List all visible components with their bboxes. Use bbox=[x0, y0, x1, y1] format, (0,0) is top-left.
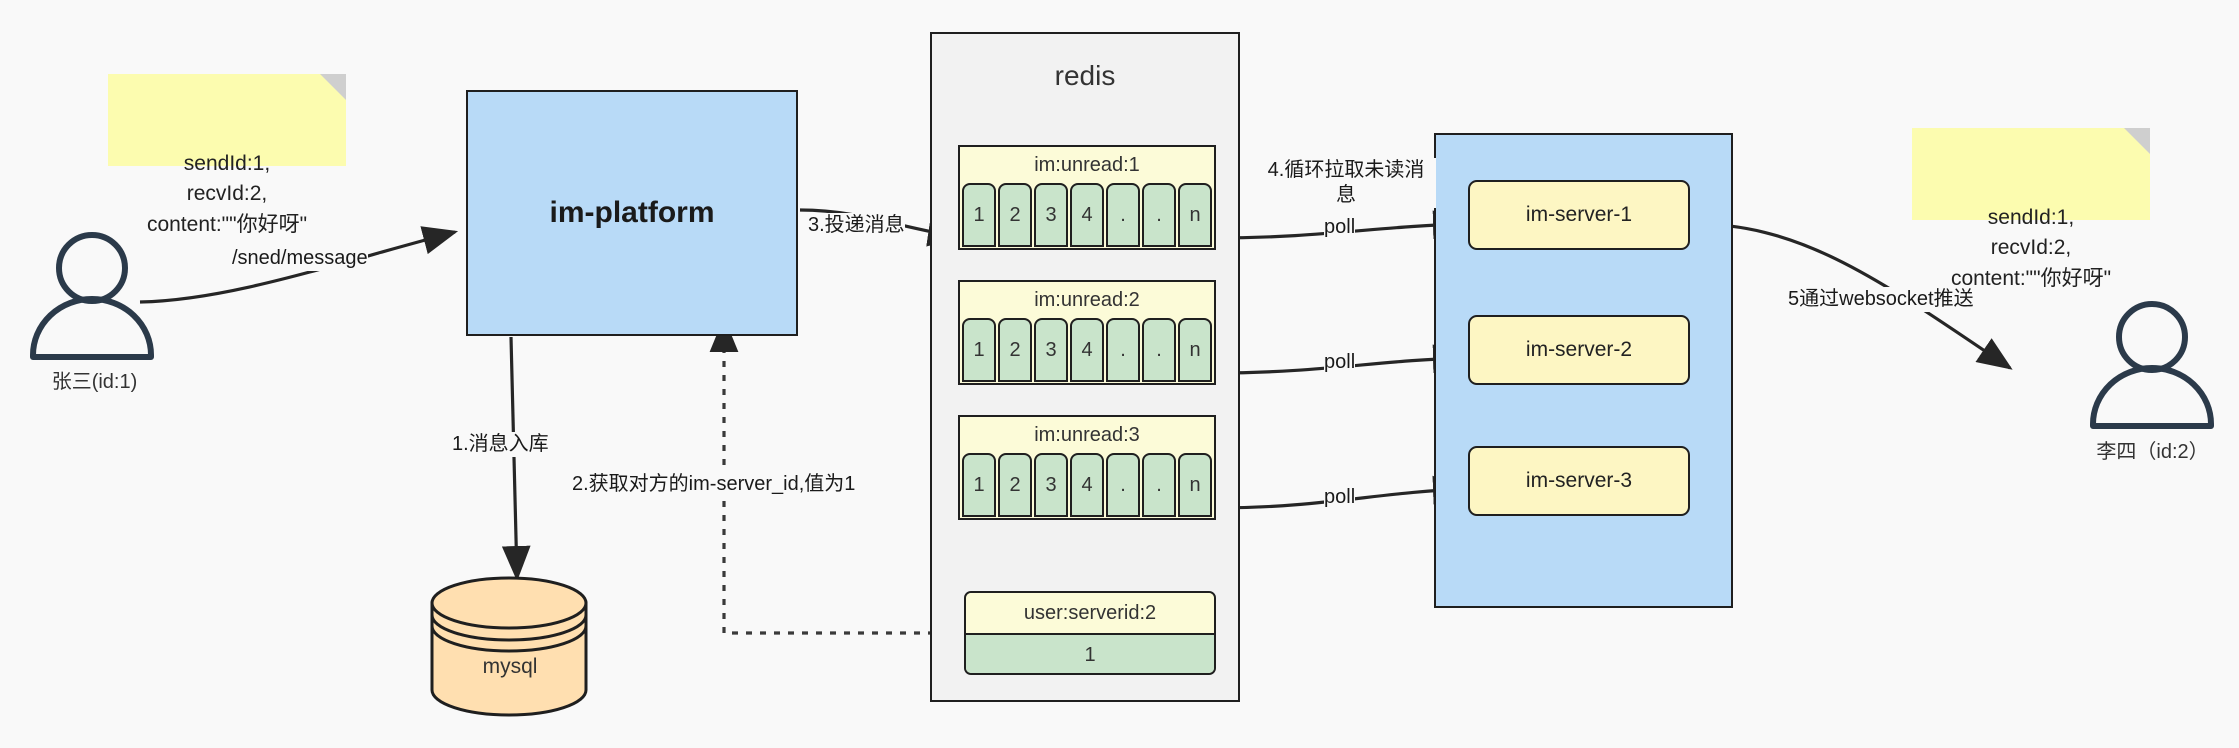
redis-queue-3[interactable]: im:unread:3 1 2 3 4 . . n bbox=[958, 415, 1216, 520]
edge-label-step2: 2.获取对方的im-server_id,值为1 bbox=[572, 472, 856, 497]
edge-label-step5: 5通过websocket推送 bbox=[1788, 287, 1974, 312]
note-left-text: sendId:1, recvId:2, content:""你好呀" bbox=[146, 151, 308, 236]
kv-value-label: 1 bbox=[966, 633, 1214, 673]
note-right-message: sendId:1, recvId:2, content:""你好呀" bbox=[1912, 128, 2150, 290]
queue-cell[interactable]: 4 bbox=[1070, 318, 1104, 382]
queue-key-label: im:unread:1 bbox=[1034, 154, 1140, 176]
edge-label-poll-1: poll bbox=[1324, 215, 1356, 240]
redis-queue-1[interactable]: im:unread:1 1 2 3 4 . . n bbox=[958, 145, 1216, 250]
im-server-3-label: im-server-3 bbox=[1525, 469, 1633, 492]
mysql-label: mysql bbox=[482, 655, 538, 678]
im-server-3-box[interactable]: im-server-3 bbox=[1468, 446, 1690, 516]
queue-cell[interactable]: 1 bbox=[962, 318, 996, 382]
user-icon bbox=[30, 232, 154, 360]
kv-key-label: user:serverid:2 bbox=[966, 593, 1214, 633]
redis-title: redis bbox=[1054, 60, 1116, 91]
edge-label-step1: 1.消息入库 bbox=[452, 432, 549, 457]
im-server-2-box[interactable]: im-server-2 bbox=[1468, 315, 1690, 385]
queue-cell[interactable]: . bbox=[1142, 183, 1176, 247]
database-cylinder-icon bbox=[430, 576, 588, 717]
im-server-1-box[interactable]: im-server-1 bbox=[1468, 180, 1690, 250]
queue-cell[interactable]: n bbox=[1178, 453, 1212, 517]
queue-cell[interactable]: 2 bbox=[998, 453, 1032, 517]
queue-cells: 1 2 3 4 . . n bbox=[960, 318, 1214, 385]
edge-label-send-message: /sned/message bbox=[232, 246, 368, 271]
sender-label: 张三(id:1) bbox=[51, 371, 138, 393]
queue-cell[interactable]: 4 bbox=[1070, 453, 1104, 517]
queue-cells: 1 2 3 4 . . n bbox=[960, 183, 1214, 250]
queue-cell[interactable]: 2 bbox=[998, 318, 1032, 382]
queue-cell[interactable]: n bbox=[1178, 183, 1212, 247]
edge-label-poll-3: poll bbox=[1324, 485, 1356, 510]
edge-step1-to-mysql bbox=[501, 336, 531, 582]
im-server-1-label: im-server-1 bbox=[1525, 203, 1633, 226]
redis-container: redis im:unread:1 1 2 3 4 . . n im:unrea… bbox=[930, 32, 1240, 702]
queue-cell[interactable]: . bbox=[1142, 453, 1176, 517]
im-server-cluster: im-server-1 im-server-2 im-server-3 bbox=[1434, 133, 1733, 608]
queue-cell[interactable]: 2 bbox=[998, 183, 1032, 247]
queue-cell[interactable]: 3 bbox=[1034, 453, 1068, 517]
user-icon bbox=[2090, 301, 2214, 429]
receiver-label: 李四（id:2） bbox=[2096, 441, 2209, 463]
queue-cell[interactable]: 4 bbox=[1070, 183, 1104, 247]
note-right-text: sendId:1, recvId:2, content:""你好呀" bbox=[1950, 205, 2112, 290]
queue-cell[interactable]: 3 bbox=[1034, 183, 1068, 247]
queue-cell[interactable]: . bbox=[1106, 453, 1140, 517]
im-platform-label: im-platform bbox=[549, 196, 715, 229]
queue-cell[interactable]: 3 bbox=[1034, 318, 1068, 382]
queue-cell[interactable]: 1 bbox=[962, 183, 996, 247]
redis-kv-user-serverid[interactable]: user:serverid:2 1 bbox=[964, 591, 1216, 675]
im-platform-box[interactable]: im-platform bbox=[466, 90, 798, 336]
edge-label-step3: 3.投递消息 bbox=[808, 213, 905, 238]
edge-label-step4: 4.循环拉取未读消 息 bbox=[1256, 158, 1436, 208]
queue-key-label: im:unread:2 bbox=[1034, 289, 1140, 311]
note-fold-icon bbox=[320, 74, 346, 100]
queue-cell[interactable]: . bbox=[1106, 183, 1140, 247]
queue-cell[interactable]: . bbox=[1106, 318, 1140, 382]
queue-cell[interactable]: . bbox=[1142, 318, 1176, 382]
queue-cells: 1 2 3 4 . . n bbox=[960, 453, 1214, 520]
note-fold-icon bbox=[2124, 128, 2150, 154]
redis-queue-2[interactable]: im:unread:2 1 2 3 4 . . n bbox=[958, 280, 1216, 385]
note-left-message: sendId:1, recvId:2, content:""你好呀" bbox=[108, 74, 346, 236]
im-server-2-label: im-server-2 bbox=[1525, 338, 1633, 361]
edge-label-poll-2: poll bbox=[1324, 350, 1356, 375]
queue-cell[interactable]: n bbox=[1178, 318, 1212, 382]
queue-cell[interactable]: 1 bbox=[962, 453, 996, 517]
queue-key-label: im:unread:3 bbox=[1034, 424, 1140, 446]
